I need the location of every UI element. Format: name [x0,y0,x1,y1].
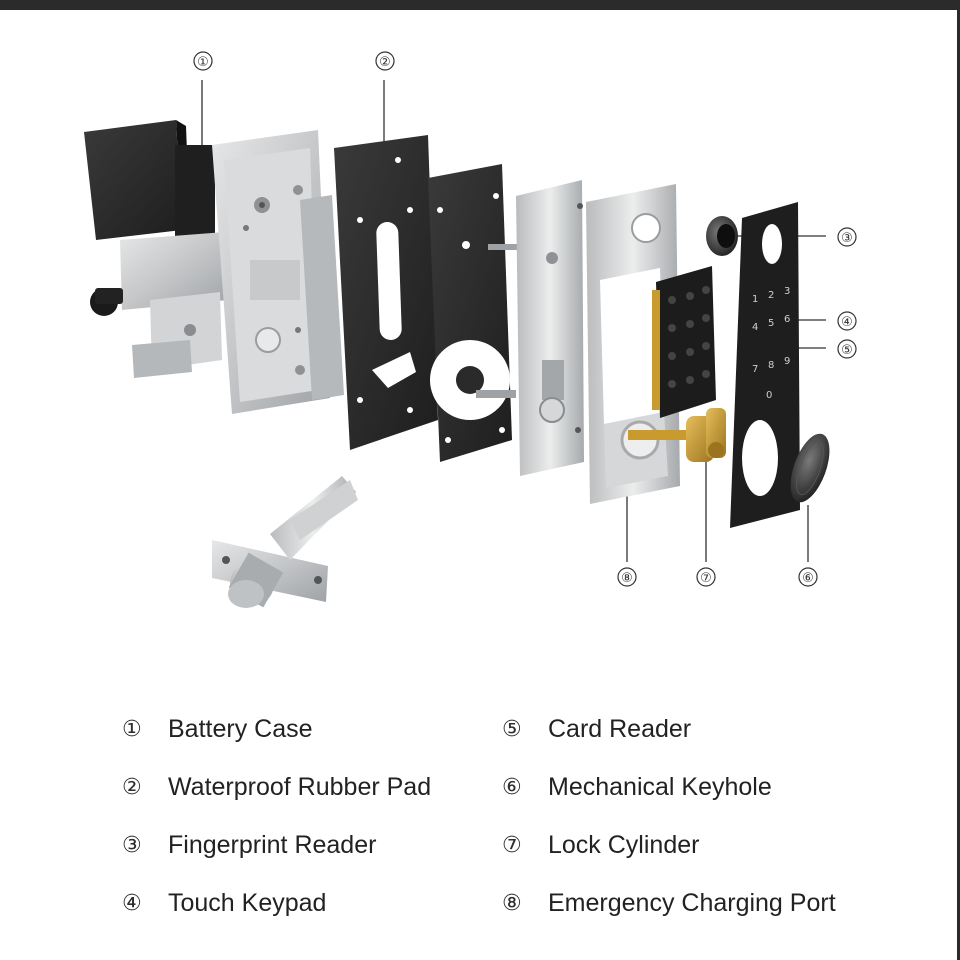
deadbolt-latch [212,476,358,608]
legend-item-card-reader: ⑤ Card Reader [502,700,836,758]
legend-item-mechanical-keyhole: ⑥ Mechanical Keyhole [502,758,836,816]
legend-label: Card Reader [548,714,692,743]
top-border [0,0,960,10]
mounting-gasket [428,164,518,462]
keypad-digit: 4 [752,322,758,333]
callout-7: ⑦ [700,571,712,586]
keypad-digit: 1 [752,294,758,305]
legend-column-left: ① Battery Case ② Waterproof Rubber Pad ③… [122,700,431,932]
legend-column-right: ⑤ Card Reader ⑥ Mechanical Keyhole ⑦ Loc… [502,700,836,932]
callout-5-ring [837,339,857,359]
keypad-digit: 6 [784,314,790,325]
back-housing [212,130,344,414]
waterproof-rubber-pad [334,135,438,450]
callout-4-ring [837,311,857,331]
legend-item-waterproof-rubber-pad: ② Waterproof Rubber Pad [122,758,431,816]
exploded-lock-diagram: ① ② ③ ④ ⑤ ⑥ ⑦ ⑧ [84,51,857,608]
legend-number: ③ [122,832,142,858]
mechanical-keyhole-cover [790,433,830,503]
callout-3-ring [837,227,857,247]
legend-item-emergency-charging-port: ⑧ Emergency Charging Port [502,874,836,932]
legend-label: Fingerprint Reader [168,830,377,859]
callout-7-ring [696,567,716,587]
keypad-digit: 9 [784,356,790,367]
callout-1: ① [197,55,209,70]
lock-cylinder [628,408,726,462]
legend-label: Battery Case [168,714,313,743]
right-border [957,10,960,960]
battery-case-lid [84,120,215,245]
keypad-digit: 7 [752,364,758,375]
callout-5: ⑤ [841,343,853,358]
legend-number: ⑦ [502,832,522,858]
legend-label: Mechanical Keyhole [548,772,772,801]
callout-8: ⑧ [621,571,633,586]
legend-label: Lock Cylinder [548,830,700,859]
legend-item-touch-keypad: ④ Touch Keypad [122,874,431,932]
callout-3: ③ [841,231,853,246]
legend-item-fingerprint-reader: ③ Fingerprint Reader [122,816,431,874]
legend-number: ④ [122,890,142,916]
front-frame [586,184,680,504]
pcb-board [652,266,716,418]
legend-label: Waterproof Rubber Pad [168,772,432,801]
keypad-digit: 8 [768,360,774,371]
callout-6: ⑥ [802,571,814,586]
metal-back-plate [516,180,584,476]
keypad-digit: 5 [768,318,774,329]
keypad-digit: 3 [784,286,790,297]
callout-numbers: ① ② ③ ④ ⑤ ⑥ ⑦ ⑧ [193,51,857,587]
callout-2: ② [379,55,391,70]
callout-4: ④ [841,315,853,330]
legend-number: ⑧ [502,890,522,916]
keypad-digit: 2 [768,290,774,301]
callout-6-ring [798,567,818,587]
inner-lock-mechanism [90,232,228,378]
legend-label: Touch Keypad [168,888,327,917]
legend-number: ② [122,774,142,800]
keypad-digit: 0 [766,390,772,401]
callout-1-ring [193,51,213,71]
callout-2-ring [375,51,395,71]
legend-label: Emergency Charging Port [548,888,836,917]
fingerprint-reader [706,216,738,256]
legend-item-battery-case: ① Battery Case [122,700,431,758]
callout-8-ring [617,567,637,587]
legend-item-lock-cylinder: ⑦ Lock Cylinder [502,816,836,874]
legend-number: ① [122,716,142,742]
legend-number: ⑥ [502,774,522,800]
legend-number: ⑤ [502,716,522,742]
